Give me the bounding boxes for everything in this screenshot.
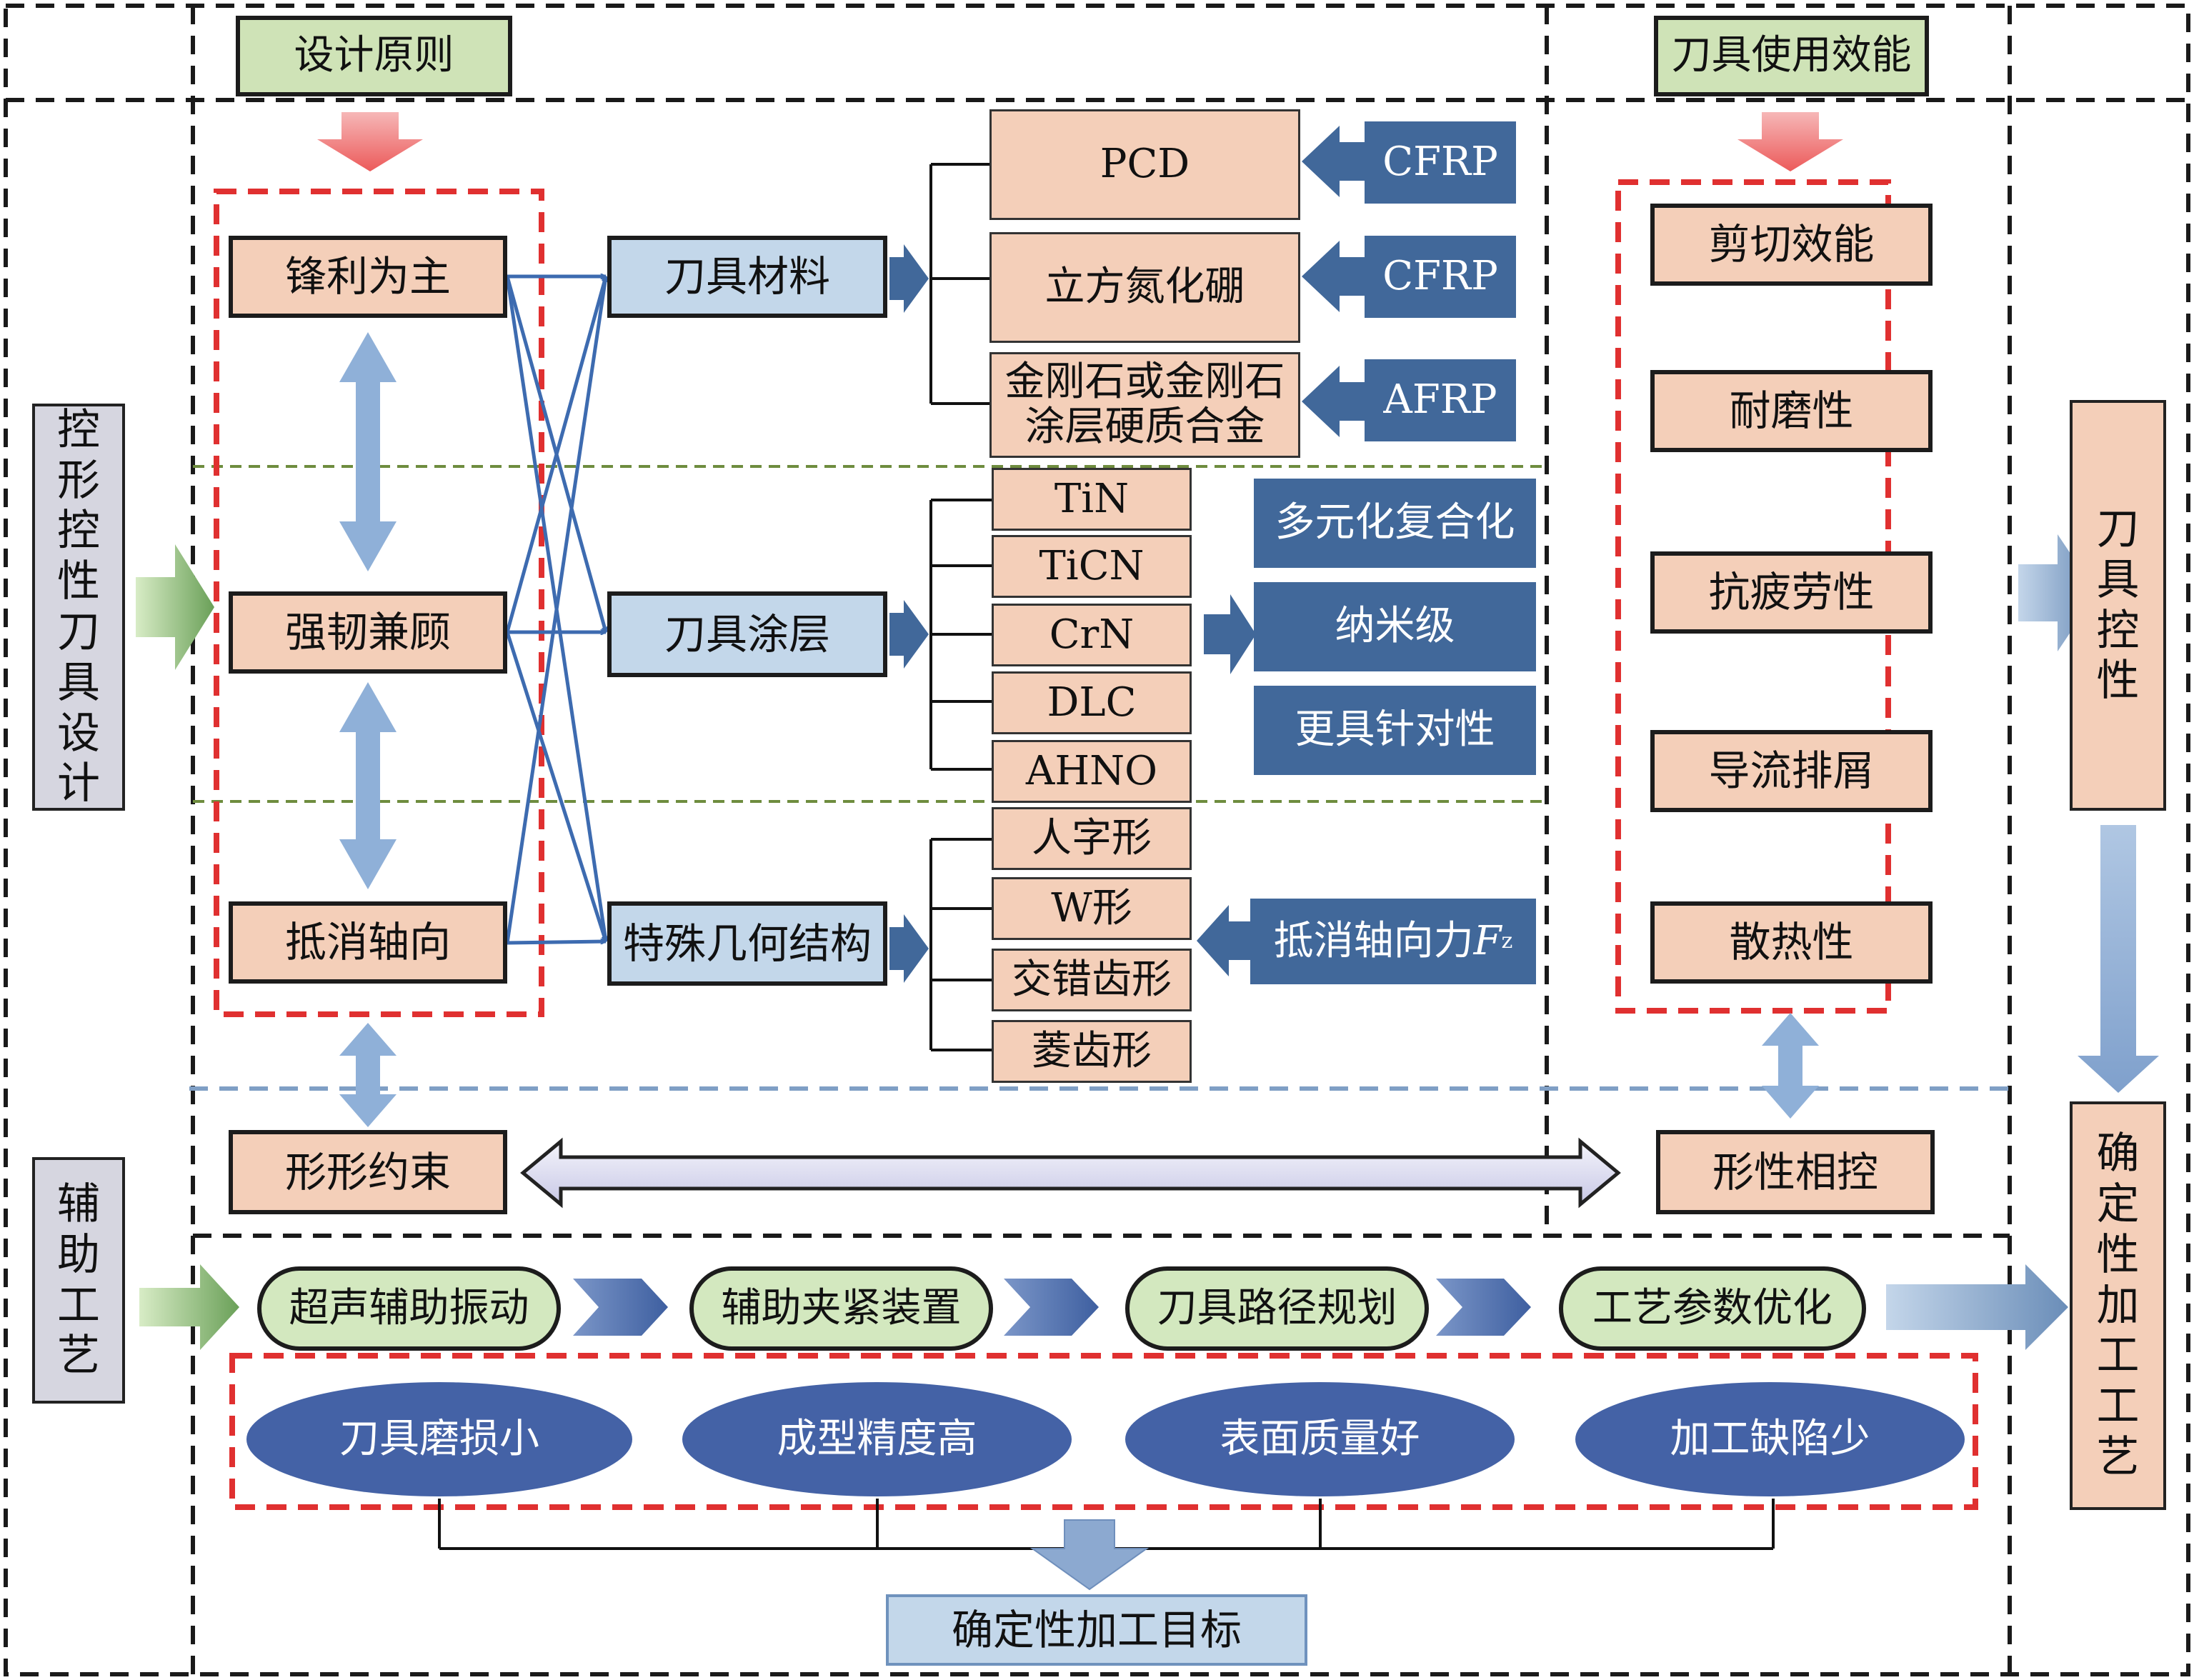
target-down-arrow — [1029, 1519, 1150, 1591]
constraint-double-arrow — [520, 1137, 1621, 1209]
constraint-left: 形形约束 — [229, 1130, 507, 1214]
geometry-item: 交错齿形 — [992, 949, 1192, 1011]
section-frames — [4, 4, 2190, 1676]
efficiency-group-frame — [1615, 179, 1891, 1014]
outcome-ellipse: 加工缺陷少 — [1575, 1382, 1965, 1496]
process-chevron — [1436, 1279, 1531, 1336]
process-chevron — [573, 1279, 668, 1336]
outcome-ellipse: 刀具磨损小 — [246, 1382, 632, 1496]
principle-item: 强韧兼顾 — [229, 591, 507, 674]
geometry-feature-arrow — [1197, 905, 1250, 976]
coating-item: TiCN — [992, 535, 1192, 598]
material-target: CFRP — [1365, 121, 1516, 204]
coating-feature: 多元化复合化 — [1254, 479, 1536, 568]
control-down-arrow — [2078, 825, 2159, 1093]
process-entry-arrow — [139, 1264, 239, 1350]
efficiency-item: 散热性 — [1650, 901, 1933, 984]
geometry-item: W形 — [992, 877, 1192, 940]
double-arrow — [339, 1023, 397, 1127]
outcome-ellipse: 表面质量好 — [1125, 1382, 1515, 1496]
coating-item: AHNO — [992, 740, 1192, 803]
geometry-feature-symbol: F — [1473, 917, 1502, 964]
material-target-arrow — [1302, 241, 1365, 312]
material-item: 金刚石或金刚石 涂层硬质合金 — [989, 352, 1300, 458]
coating-item: CrN — [992, 604, 1192, 666]
process-step: 超声辅助振动 — [257, 1266, 561, 1351]
process-step: 工艺参数优化 — [1559, 1266, 1866, 1351]
double-arrow — [339, 332, 397, 571]
category-box: 刀具涂层 — [607, 591, 887, 677]
tool-efficiency-header: 刀具使用效能 — [1654, 16, 1929, 96]
principle-group-frame — [214, 189, 544, 1017]
outcome-ellipse: 成型精度高 — [682, 1382, 1072, 1496]
constraint-right: 形性相控 — [1656, 1130, 1935, 1214]
principle-item: 锋利为主 — [229, 236, 507, 318]
geometry-item: 菱齿形 — [992, 1020, 1192, 1083]
header-down-arrow — [317, 112, 423, 171]
efficiency-item: 抗疲劳性 — [1650, 551, 1933, 634]
process-chevron — [1004, 1279, 1099, 1336]
principle-links — [505, 276, 606, 945]
coating-feature: 更具针对性 — [1254, 686, 1536, 775]
material-target-arrow — [1302, 126, 1365, 197]
header-down-arrow — [1737, 112, 1843, 171]
efficiency-item: 剪切效能 — [1650, 204, 1933, 286]
material-target: CFRP — [1365, 236, 1516, 318]
coating-item: DLC — [992, 671, 1192, 734]
design-principle-header: 设计原则 — [236, 16, 512, 96]
geometry-item: 人字形 — [992, 807, 1192, 870]
process-step: 辅助夹紧装置 — [689, 1266, 993, 1351]
material-target-arrow — [1302, 366, 1365, 437]
double-arrow — [339, 682, 397, 889]
design-entry-arrow — [136, 544, 214, 670]
material-target: AFRP — [1365, 359, 1516, 441]
coating-item: TiN — [992, 468, 1192, 531]
outcome-group-frame — [229, 1353, 1978, 1510]
material-item: PCD — [989, 109, 1300, 220]
double-arrow — [1762, 1013, 1819, 1119]
efficiency-item: 耐磨性 — [1650, 370, 1933, 452]
deterministic-target: 确定性加工目标 — [886, 1594, 1307, 1666]
category-arrow — [889, 600, 929, 669]
geometry-feature-subscript: z — [1501, 929, 1513, 954]
category-arrow — [889, 914, 929, 983]
category-box: 特殊几何结构 — [607, 901, 887, 986]
coating-feature-arrow — [1204, 594, 1256, 674]
efficiency-item: 导流排屑 — [1650, 730, 1933, 812]
category-arrow — [889, 244, 929, 313]
coating-feature: 纳米级 — [1254, 582, 1536, 671]
design-side-label: 控 形 控 性 刀 具 设 计 — [32, 404, 125, 811]
category-box: 刀具材料 — [607, 236, 887, 318]
machining-entry-arrow — [1886, 1264, 2068, 1350]
process-step: 刀具路径规划 — [1125, 1266, 1429, 1351]
material-item: 立方氮化硼 — [989, 232, 1300, 343]
control-side-label: 刀 具 控 性 — [2070, 400, 2166, 811]
machining-side-label: 确 定 性 加 工 工 艺 — [2070, 1101, 2166, 1510]
principle-item: 抵消轴向 — [229, 901, 507, 984]
process-side-label: 辅 助 工 艺 — [32, 1157, 125, 1404]
geometry-feature-label: 抵消轴向力 — [1273, 917, 1474, 964]
